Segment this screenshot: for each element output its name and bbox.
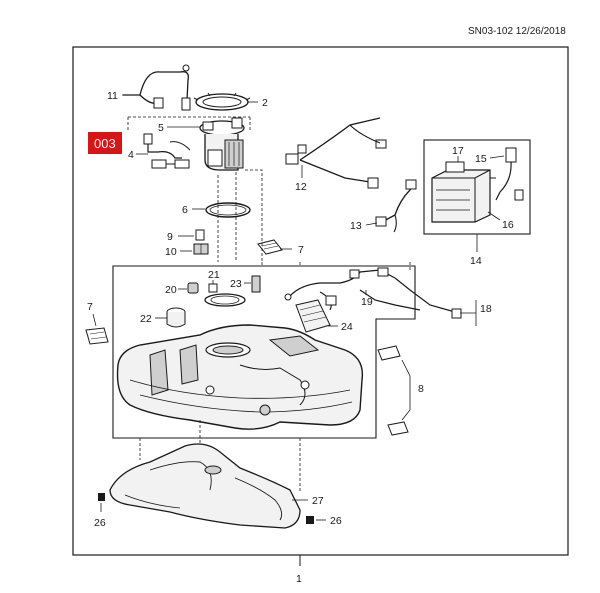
leader-13 bbox=[365, 222, 378, 226]
fuel-pump-wiring-harness bbox=[123, 64, 191, 111]
insulator-pad-right bbox=[377, 345, 409, 436]
fuel-tank-shield bbox=[109, 443, 301, 529]
callout-4: 4 bbox=[128, 149, 134, 161]
leader-16 bbox=[487, 211, 501, 221]
callout-10: 10 bbox=[165, 246, 177, 258]
callout-1: 1 bbox=[296, 573, 302, 585]
harness-13 bbox=[375, 179, 417, 233]
leader-8 bbox=[401, 359, 411, 421]
callout-23: 23 bbox=[230, 278, 242, 290]
heat-shield-24 bbox=[295, 299, 331, 333]
callout-9: 9 bbox=[167, 231, 173, 243]
callout-5: 5 bbox=[158, 122, 164, 134]
document-code: SN03-102 12/26/2018 bbox=[468, 26, 566, 37]
leader-7-left bbox=[92, 313, 97, 327]
pump-dashed-guides bbox=[217, 172, 237, 262]
insulator-pad-top bbox=[257, 239, 283, 255]
shield-dashed-guides bbox=[139, 420, 301, 492]
vapor-lines-18-19 bbox=[284, 267, 462, 319]
callout-18: 18 bbox=[480, 303, 492, 315]
callout-14: 14 bbox=[470, 255, 482, 267]
nut-left bbox=[98, 493, 105, 501]
callout-2: 2 bbox=[262, 97, 268, 109]
callout-26-left: 26 bbox=[94, 517, 106, 529]
callout-13: 13 bbox=[350, 220, 362, 232]
callout-16: 16 bbox=[502, 219, 514, 231]
callout-27: 27 bbox=[312, 495, 324, 507]
callout-26-right: 26 bbox=[330, 515, 342, 527]
callout-11: 11 bbox=[107, 90, 118, 102]
evap-canister bbox=[431, 161, 491, 223]
callout-7-top: 7 bbox=[298, 244, 304, 256]
harness-12 bbox=[285, 117, 387, 189]
pump-dashed-guide-right bbox=[245, 169, 263, 262]
pump-dashed-bracket bbox=[127, 116, 251, 130]
leader-18 bbox=[460, 300, 477, 326]
fuel-tank bbox=[116, 324, 364, 430]
callout-15: 15 bbox=[475, 153, 487, 165]
retainer-clip bbox=[195, 229, 205, 241]
reference-badge bbox=[88, 132, 122, 154]
tank-box bbox=[112, 265, 416, 439]
callout-12: 12 bbox=[295, 181, 307, 193]
lock-ring-21 bbox=[204, 283, 246, 307]
callout-8: 8 bbox=[418, 383, 424, 395]
tank-dashed-guides bbox=[261, 262, 301, 266]
callout-22: 22 bbox=[140, 313, 152, 325]
seal-ring bbox=[205, 202, 251, 218]
callout-6: 6 bbox=[182, 204, 188, 216]
fuel-pipe-clip bbox=[193, 243, 209, 255]
callout-20: 20 bbox=[165, 284, 177, 296]
valve-22 bbox=[166, 307, 186, 328]
callout-21: 21 bbox=[208, 269, 220, 281]
valve-20 bbox=[187, 282, 199, 294]
fuel-pump-module bbox=[199, 117, 245, 171]
fuel-level-sensor bbox=[143, 133, 191, 169]
purge-valve bbox=[490, 147, 524, 201]
nut-right bbox=[306, 516, 314, 524]
callout-19: 19 bbox=[361, 296, 373, 308]
reference-badge-text: 003 bbox=[94, 136, 116, 151]
lock-ring bbox=[193, 92, 251, 111]
sensor-23 bbox=[251, 275, 261, 293]
insulator-pad-left bbox=[85, 327, 109, 345]
outer-frame bbox=[72, 46, 569, 556]
callout-17: 17 bbox=[452, 145, 464, 157]
leader-15 bbox=[489, 155, 505, 159]
callout-24: 24 bbox=[341, 321, 353, 333]
callout-7-left: 7 bbox=[87, 301, 93, 313]
